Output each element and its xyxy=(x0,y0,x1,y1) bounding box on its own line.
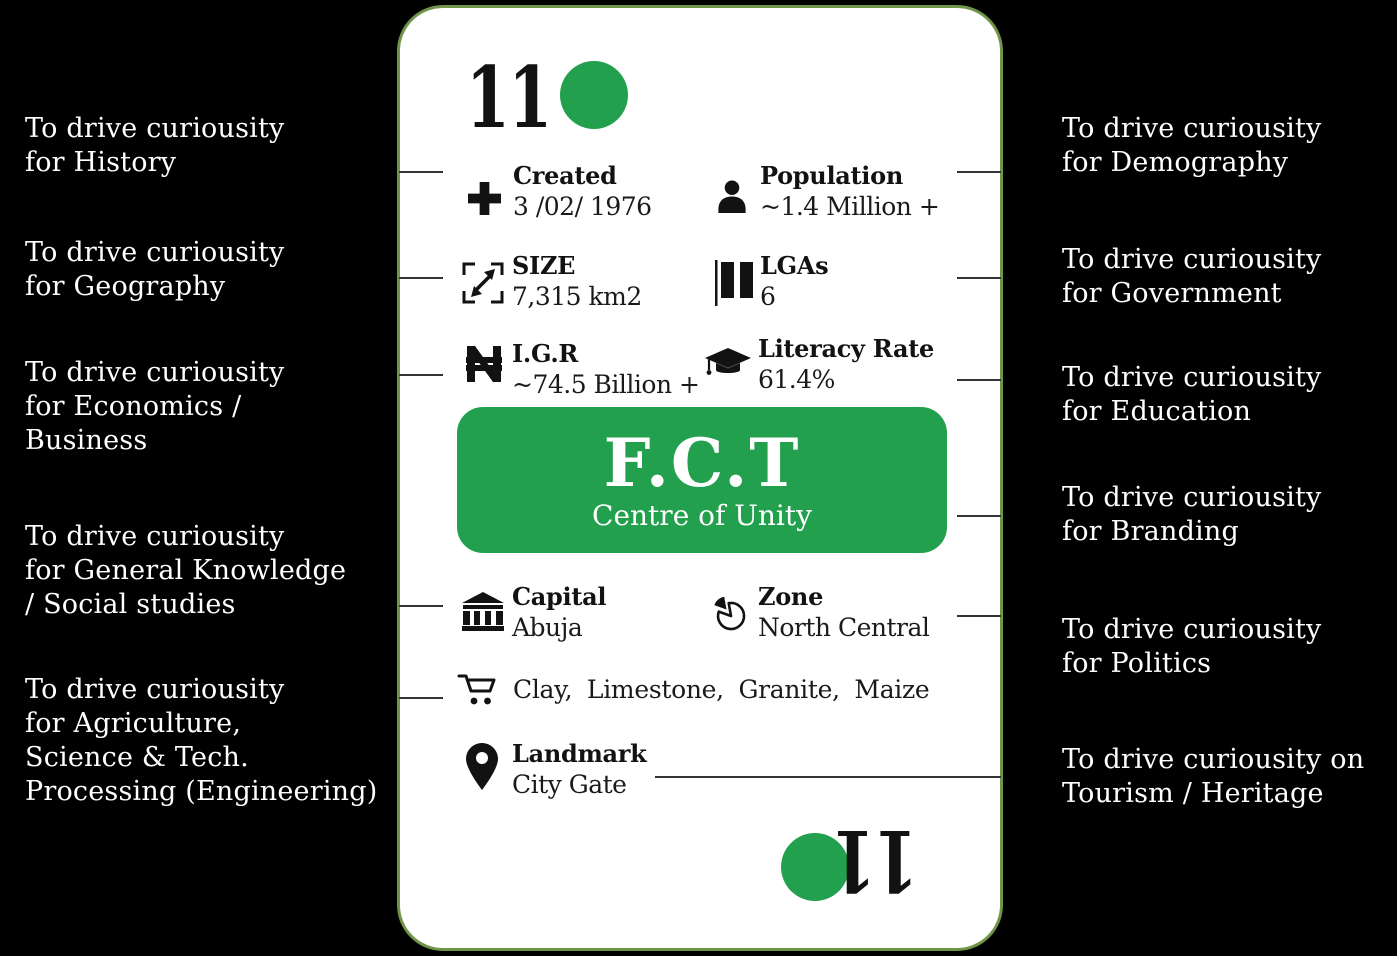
bank-icon xyxy=(462,592,504,636)
annotation-line: for Economics / xyxy=(25,391,242,422)
annotation-line: To drive curiousity xyxy=(1062,113,1322,144)
flag-icon xyxy=(715,260,755,310)
connector-politics xyxy=(957,615,1001,617)
annotation-line: To drive curiousity xyxy=(25,113,285,144)
stat-label: Capital xyxy=(512,582,607,611)
stat-value: North Central xyxy=(758,613,930,642)
brand-number: 11 xyxy=(466,48,552,147)
annotation-line: To drive curiousity xyxy=(25,674,285,705)
annotation-line: for Government xyxy=(1062,278,1282,309)
stat-value: ~1.4 Million + xyxy=(760,192,940,221)
brand-dot-icon xyxy=(781,833,849,901)
stat-value: ~74.5 Billion + xyxy=(512,370,700,399)
state-banner: F.C.T Centre of Unity xyxy=(457,407,947,553)
stat-label: Landmark xyxy=(512,739,647,768)
stat-label: LGAs xyxy=(760,251,829,280)
plus-icon xyxy=(468,182,501,219)
annotation-line: for Geography xyxy=(25,271,226,302)
connector-government xyxy=(957,277,1001,279)
annotation-line: To drive curiousity on xyxy=(1062,744,1365,775)
annotation-line: for History xyxy=(25,147,177,178)
annotation-government: To drive curiousity for Government xyxy=(1062,243,1321,311)
state-abbreviation: F.C.T xyxy=(603,424,801,502)
connector-education xyxy=(957,379,1001,381)
stat-label: I.G.R xyxy=(512,339,579,368)
connector-economics xyxy=(399,374,443,376)
annotation-history: To drive curiousity for History xyxy=(25,112,284,180)
stat-value: 61.4% xyxy=(758,365,835,394)
annotation-line: To drive curiousity xyxy=(1062,482,1322,513)
annotation-line: To drive curiousity xyxy=(25,521,285,552)
annotation-politics: To drive curiousity for Politics xyxy=(1062,613,1321,681)
brand-number-rotated: 11 xyxy=(833,811,918,910)
annotation-line: Business xyxy=(25,425,148,456)
stat-value: Abuja xyxy=(512,613,583,642)
annotation-line: To drive curiousity xyxy=(1062,614,1322,645)
brand-dot-icon xyxy=(560,61,628,129)
connector-agriculture xyxy=(399,697,443,699)
stat-label: Zone xyxy=(758,582,824,611)
annotation-line: for Education xyxy=(1062,396,1252,427)
annotation-line: Science & Tech. xyxy=(25,742,249,773)
connector-geography xyxy=(399,277,443,279)
annotation-line: / Social studies xyxy=(25,589,236,620)
stat-value: 6 xyxy=(760,282,776,311)
stat-value: 7,315 km2 xyxy=(512,282,642,311)
stat-value: City Gate xyxy=(512,770,627,799)
connector-history xyxy=(399,171,443,173)
expand-icon xyxy=(462,262,504,308)
annotation-line: for Politics xyxy=(1062,648,1212,679)
person-icon xyxy=(716,180,748,217)
resources-list: Clay, Limestone, Granite, Maize xyxy=(513,675,930,704)
annotation-education: To drive curiousity for Education xyxy=(1062,361,1321,429)
annotation-line: To drive curiousity xyxy=(1062,244,1322,275)
annotation-line: To drive curiousity xyxy=(1062,362,1322,393)
connector-general-knowledge xyxy=(399,605,443,607)
location-pin-icon xyxy=(466,743,498,795)
stat-label: Population xyxy=(760,161,903,190)
annotation-line: Processing (Engineering) xyxy=(25,776,378,807)
annotation-geography: To drive curiousity for Geography xyxy=(25,236,284,304)
cart-icon xyxy=(457,671,501,715)
state-slogan: Centre of Unity xyxy=(592,499,812,532)
connector-tourism xyxy=(655,776,1001,778)
annotation-line: Tourism / Heritage xyxy=(1062,778,1324,809)
annotation-line: for Branding xyxy=(1062,516,1239,547)
graduation-cap-icon xyxy=(705,348,751,388)
stat-label: Created xyxy=(513,161,617,190)
annotation-tourism: To drive curiousity on Tourism / Heritag… xyxy=(1062,743,1364,811)
annotation-general-knowledge: To drive curiousity for General Knowledg… xyxy=(25,520,346,622)
annotation-line: To drive curiousity xyxy=(25,237,285,268)
stat-label: Literacy Rate xyxy=(758,334,934,363)
stat-value: 3 /02/ 1976 xyxy=(513,192,652,221)
connector-demography xyxy=(957,171,1001,173)
annotation-line: for General Knowledge xyxy=(25,555,347,586)
annotation-demography: To drive curiousity for Demography xyxy=(1062,112,1321,180)
annotation-line: To drive curiousity xyxy=(25,357,285,388)
connector-branding xyxy=(957,515,1001,517)
annotation-line: for Agriculture, xyxy=(25,708,242,739)
stat-label: SIZE xyxy=(512,251,576,280)
state-card: 11 Created 3 /02/ 1976 Population ~1.4 M… xyxy=(397,5,1003,951)
annotation-branding: To drive curiousity for Branding xyxy=(1062,481,1321,549)
annotation-agriculture: To drive curiousity for Agriculture, Sci… xyxy=(25,673,377,809)
annotation-line: for Demography xyxy=(1062,147,1289,178)
pie-chart-icon xyxy=(706,588,752,640)
annotation-economics: To drive curiousity for Economics / Busi… xyxy=(25,356,284,458)
naira-icon xyxy=(466,346,502,386)
